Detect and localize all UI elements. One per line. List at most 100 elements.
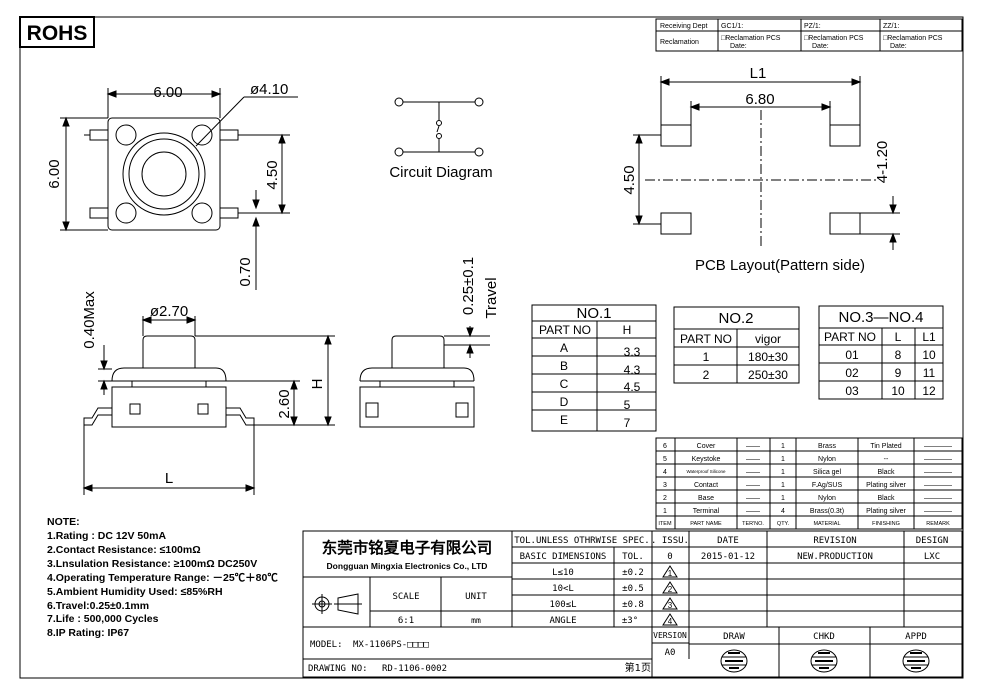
bom-cell: 4 [663,469,667,476]
tol-range: ANGLE [549,616,576,626]
table-cell: 01 [845,348,859,362]
bom-row: 4 Waterproof Silicone —— 1 Silica gel Bl… [663,469,952,476]
receiving-dept-label: Receiving Dept [660,23,708,30]
bom-cell: 1 [781,469,785,476]
bom-cell: 1 [663,508,667,515]
bom-cell: Tin Plated [870,443,901,450]
note-item: 1.Rating : DC 12V 50mA [47,530,166,542]
date-header: DATE [717,536,739,546]
tol-value: ±0.8 [622,600,644,610]
note-item: 5.Ambient Humidity Used: ≤85%RH [47,586,223,598]
sheet-border [19,16,964,679]
table-cell: 180±30 [748,350,788,364]
table-cell: 4.5 [624,380,641,394]
company-name-en: Dongguan Mingxia Electronics Co., LTD [327,561,488,571]
bom-cell: Contact [694,482,718,489]
bom-head: TER'NO. [742,521,764,527]
table-no2-head-part: PART NO [680,332,732,346]
bom-cell: 1 [781,443,785,450]
bom-table: 6 Cover —— 1 Brass Tin Plated ———— 5 Key… [655,437,963,530]
drawing-no-value: RD-1106-0002 [382,664,447,674]
bom-head: QTY. [777,521,790,527]
note-item: 7.Life : 500,000 Cycles [47,613,159,625]
bom-cell: ———— [924,482,952,489]
dim-pin-width: 0.70 [237,257,254,286]
side-view-travel: 0.25±0.1 Travel [359,257,500,428]
bom-cell: —— [746,456,760,463]
circuit-diagram-label: Circuit Diagram [389,164,492,181]
bom-cell: Terminal [693,508,720,515]
unit-label: UNIT [465,592,487,602]
side-view: 0.40Max ø2.70 2.60 H L [81,291,335,495]
tol-range: 10<L [552,584,574,594]
draw-label: DRAW [723,632,745,642]
reclamation-table: Receiving Dept Reclamation GC1/1: □Recla… [655,18,963,52]
bom-cell: —— [746,508,760,515]
dim-pcb-pitch-x: 6.80 [745,91,774,108]
dim-height-max: 0.40Max [81,291,98,349]
tol-label: TOL. [622,552,644,562]
table-cell: A [560,341,568,355]
reclamation-label: Reclamation [660,39,699,46]
dept-check: □Reclamation PCS [883,35,943,42]
appd-stamp [902,649,930,673]
chkd-stamp [810,649,838,673]
dept-date: Date: [730,43,747,50]
dept-date: Date: [812,43,829,50]
bom-cell: Plating silver [866,508,906,515]
bom-cell: Nylon [818,456,836,463]
table-cell: 02 [845,366,859,380]
projection-symbol-icon [312,593,362,615]
table-no1-head-part: PART NO [539,323,591,337]
company-name-cn: 东莞市铭夏电子有限公司 [322,538,493,557]
revision-mark: 1 [662,565,678,578]
dept-check: □Reclamation PCS [804,35,864,42]
table-cell: 12 [922,384,936,398]
notes: NOTE: 1.Rating : DC 12V 50mA 2.Contact R… [47,516,278,639]
bom-header-row: ITEM PART NAME TER'NO. QTY. MATERIAL FIN… [658,521,950,527]
table-cell: 10 [891,384,905,398]
issu-header: . ISSU. [651,536,689,546]
bom-cell: ———— [924,469,952,476]
table-cell: 03 [845,384,859,398]
bom-row: 1 Terminal —— 4 Brass(0.3t) Plating silv… [663,508,952,515]
dim-height: 6.00 [46,159,63,188]
dim-travel-tolerance: 0.25±0.1 [460,257,477,315]
scale-label: SCALE [392,592,419,602]
table-no2-title: NO.2 [718,310,753,327]
revision-mark-number: 2 [668,585,673,594]
revision-mark: 3 [662,597,678,610]
bom-head: REMARK [926,521,950,527]
note-item: 6.Travel:0.25±0.1mm [47,600,149,612]
table-cell: B [560,359,568,373]
table-no2-head-vigor: vigor [755,332,781,346]
table-cell: 250±30 [748,368,788,382]
note-item: 3.Lnsulation Resistance: ≥100mΩ DC250V [47,558,257,570]
dept-check: □Reclamation PCS [721,35,781,42]
bom-cell: —— [746,482,760,489]
draw-stamp [720,649,748,673]
bom-cell: —— [746,443,760,450]
table-no1: NO.1 PART NO H A 3.3 B 4.3 C 4.5 D 5 E 7 [531,304,657,432]
dept-code: GC1/1: [721,23,743,30]
table-cell: 10 [922,348,936,362]
version-value: A0 [665,648,676,658]
table-no1-head-h: H [623,323,632,337]
design-header: DESIGN [916,536,949,546]
design-value: LXC [924,552,940,562]
bom-cell: Black [877,495,895,502]
bom-cell: 4 [781,508,785,515]
dim-cap-diameter: ø4.10 [250,81,288,98]
table-cell: E [560,413,568,427]
dept-date: Date: [890,43,907,50]
title-block: 东莞市铭夏电子有限公司 Dongguan Mingxia Electronics… [302,530,963,678]
table-cell: 8 [895,348,902,362]
dim-body-height: 2.60 [276,389,293,418]
version-label: VERSION [653,631,687,640]
bom-head: ITEM [658,521,672,527]
circuit-diagram: Circuit Diagram [389,97,493,181]
table-no1-title: NO.1 [576,305,611,322]
bom-cell: Waterproof Silicone [686,469,726,474]
bom-cell: —— [746,469,760,476]
